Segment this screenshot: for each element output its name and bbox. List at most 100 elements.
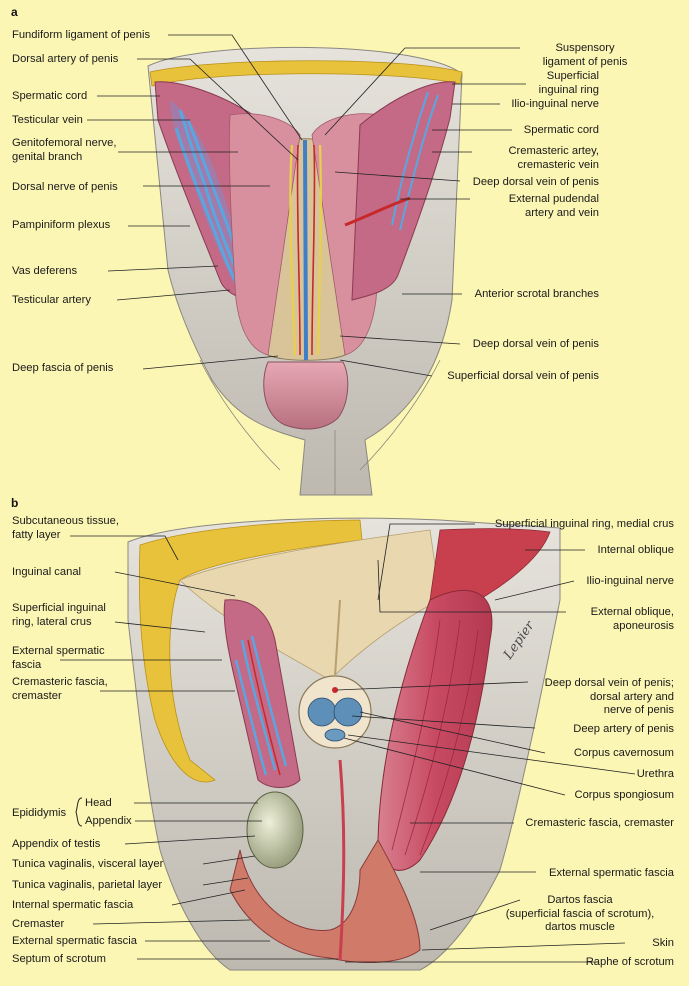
label-b-urethra: Urethra [636,768,674,780]
panel-a-illustration [147,46,463,496]
label-a-vas-deferens: Vas deferens [12,265,78,277]
label-b-epididymis-appendix: Appendix [85,815,132,827]
label-b-cremasteric-fascia: Cremasteric fascia, cremaster [12,676,108,702]
leader-a-deep-dorsal-1 [334,171,461,182]
label-b-lateral-crus: Superficial inguinal ring, lateral crus [12,602,106,628]
leader-b-appendix-testis [124,835,256,845]
leader-b-corpus-spongiosum [343,737,566,796]
leader-b-lateral-crus [114,621,206,633]
label-a-cremasteric-artery: Cremasteric artey, cremasteric vein [508,145,599,171]
leader-b-urethra [347,734,636,775]
leader-b-tunica-parietal [202,877,249,886]
label-b-appendix-testis: Appendix of testis [12,838,101,850]
leader-a-dorsal-artery [137,58,299,161]
label-b-dartos-fascia: Dartos fascia (superficial fascia of scr… [505,894,655,933]
label-b-skin: Skin [652,937,674,949]
label-b-medial-crus: Superficial inguinal ring, medial crus [494,518,674,530]
panel-b-right-cremaster-fibers [391,619,479,856]
leader-a-superficial-dorsal [339,359,433,377]
leader-b-cremaster [92,919,251,925]
label-a-spermatic-cord-left: Spermatic cord [12,90,88,102]
epididymis-brace [75,797,83,827]
label-a-testicular-vein: Testicular vein [12,114,83,126]
label-a-fundiform-ligament: Fundiform ligament of penis [12,29,151,41]
label-b-tunica-parietal: Tunica vaginalis, parietal layer [12,879,163,891]
label-a-dorsal-nerve: Dorsal nerve of penis [12,181,118,193]
label-a-anterior-scrotal-branches: Anterior scrotal branches [474,288,599,300]
panel-b-deep-dorsal-vein [332,687,338,693]
label-b-raphe: Raphe of scrotum [585,956,674,968]
label-b-deep-dorsal-vein: Deep dorsal vein of penis; dorsal artery… [544,677,674,716]
panel-b-corpus-cavernosum-left [307,697,337,727]
panel-a-right-cord-vessels [391,91,439,231]
label-b-internal-oblique: Internal oblique [597,544,674,556]
label-b-external-oblique: External oblique, aponeurosis [590,606,674,632]
panel-b-right-cremaster [377,589,493,871]
label-a-deep-fascia: Deep fascia of penis [12,362,114,374]
leader-b-subcutaneous [70,535,179,561]
label-b-external-spermatic-fascia-2: External spermatic fascia [12,935,137,947]
leader-b-deep-dorsal-vein [336,681,529,691]
panel-b-corpus-spongiosum [324,728,346,742]
panel-a-right-cord [351,81,456,301]
panel-a-letter: a [11,5,18,19]
panel-b-testis [246,791,304,869]
label-a-superficial-dorsal-vein: Superficial dorsal vein of penis [447,370,599,382]
leader-b-medial-crus [377,523,475,601]
panel-b-fat-layer [138,519,363,783]
label-a-genitofemoral-nerve: Genitofemoral nerve, genital branch [12,137,117,163]
panel-a-dorsal-nerves [289,144,322,356]
label-b-internal-spermatic-fascia: Internal spermatic fascia [12,899,134,911]
panel-b-left-cord-arteries [247,639,281,776]
label-b-corpus-spongiosum: Corpus spongiosum [574,789,675,801]
panel-a-scrotal-lines [199,359,441,495]
leader-a-deep-fascia [142,355,279,370]
label-b-epididymis-head: Head [85,797,112,809]
leader-b-deep-artery [351,715,536,729]
panel-b-suspensory [334,599,341,677]
label-b-subcutaneous-tissue: Subcutaneous tissue, fatty layer [12,515,119,541]
label-a-deep-dorsal-vein-1: Deep dorsal vein of penis [472,176,599,188]
label-b-external-spermatic-fascia: External spermatic fascia [549,867,674,879]
leader-b-tunica-visceral [202,855,256,865]
panel-b-scrotal-layers [229,838,421,964]
panel-a-shaft-muscle [229,113,301,356]
label-a-pampiniform-plexus: Pampiniform plexus [12,219,111,231]
leader-b-external-oblique [377,559,566,613]
leader-b-dartos [429,899,521,931]
panel-a-dorsal-arteries [296,144,316,356]
label-a-superficial-inguinal-ring: Superficial inguinal ring [538,70,599,96]
leader-b-ilio-inguinal [494,580,575,601]
panel-a-external-pudendal [344,196,411,227]
label-b-cremasteric-fascia: Cremasteric fascia, cremaster [525,817,674,829]
label-b-inguinal-canal: Inguinal canal [12,566,82,578]
label-a-suspensory-ligament: Suspensory ligament of penis [542,42,628,68]
label-a-ilio-inguinal-nerve: Ilio-inguinal nerve [511,98,599,110]
panel-b-letter: b [11,496,19,510]
leader-a-fundiform [168,34,303,141]
leader-b-corpus-cavernosum [359,711,546,754]
label-b-septum-scrotum: Septum of scrotum [12,953,106,965]
label-b-corpus-cavernosum: Corpus cavernosum [573,747,674,759]
leader-a-testicular-artery [116,289,231,301]
label-b-ilio-inguinal-nerve: Ilio-inguinal nerve [586,575,674,587]
panel-a-glans [263,361,349,430]
panel-b-septum [338,759,346,961]
label-b-cremaster: Cremaster [12,918,65,930]
panel-b-illustration [127,517,561,971]
label-b-external-spermatic-fascia-1: External spermatic fascia [12,645,105,671]
label-b-tunica-visceral: Tunica vaginalis, visceral layer [12,858,164,870]
panel-b-corpus-cavernosum-right [333,697,363,727]
leader-b-inguinal-canal [114,571,236,597]
label-a-deep-dorsal-vein-2: Deep dorsal vein of penis [472,338,599,350]
label-a-dorsal-artery: Dorsal artery of penis [12,53,119,65]
leader-a-suspensory [324,47,520,136]
label-b-epididymis: Epididymis [12,807,67,819]
panel-a-deep-dorsal-vein [303,139,308,361]
leader-a-deep-dorsal-2 [339,335,461,345]
label-a-testicular-artery: Testicular artery [12,294,91,306]
label-b-deep-artery: Deep artery of penis [573,723,674,735]
label-a-spermatic-cord-right: Spermatic cord [523,124,599,136]
